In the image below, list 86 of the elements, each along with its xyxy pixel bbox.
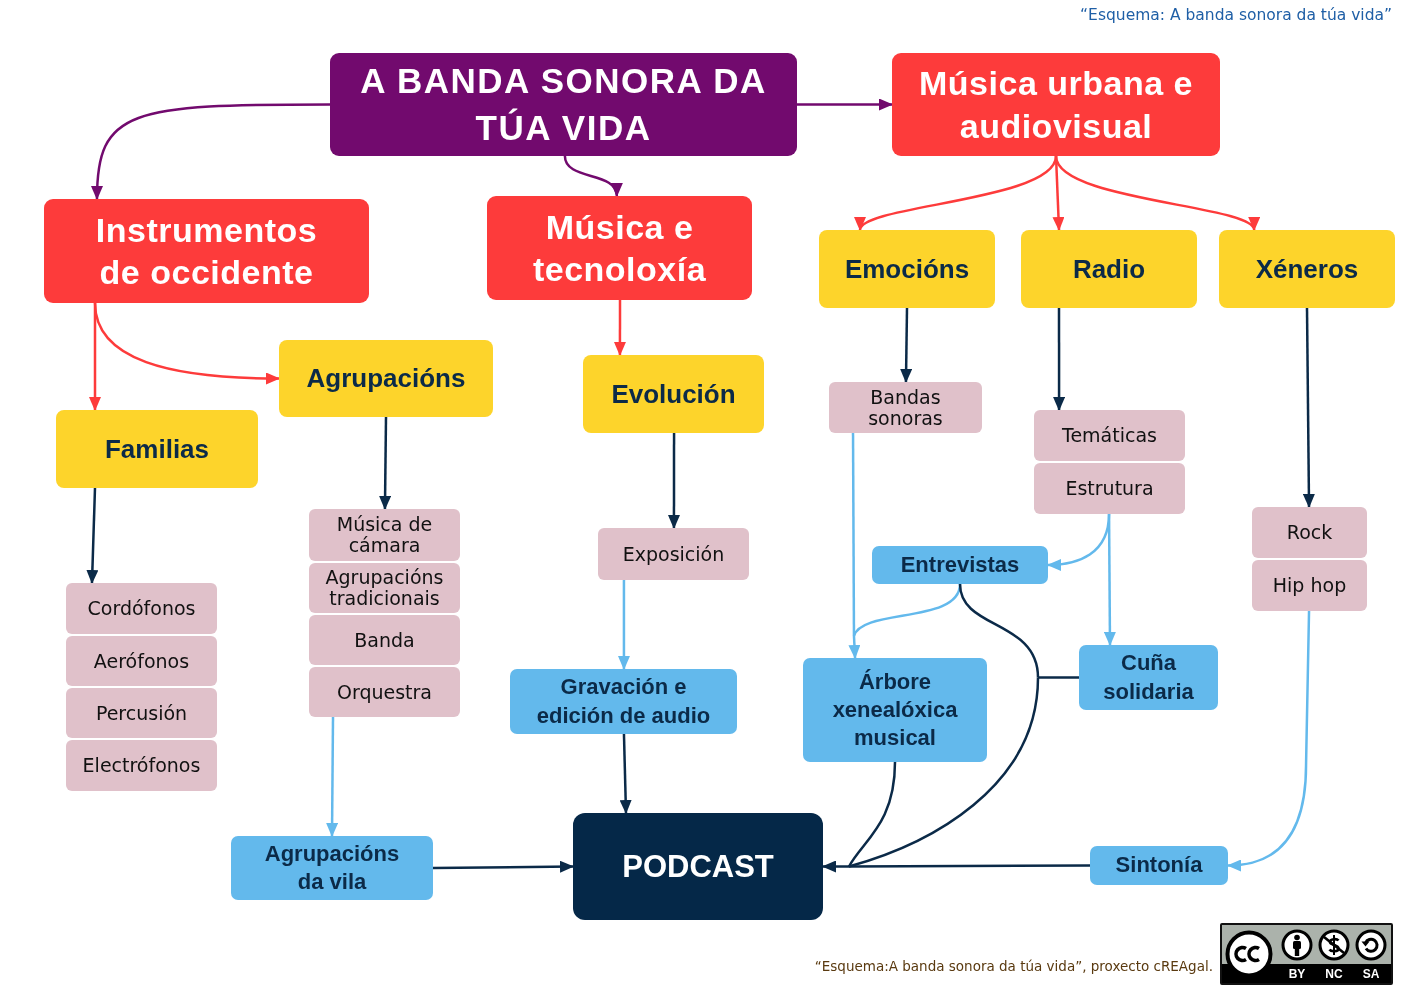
subtopic-box [56,410,258,488]
activity-label: Cuña solidaria [1102,649,1195,706]
item-box [66,636,217,686]
item-box [66,740,217,791]
subtopic-box [583,355,764,433]
subtopic-box [1021,230,1197,308]
activity-box [1079,645,1218,710]
title-box [330,53,797,156]
activity-label: Agrupacións da vila [263,839,401,896]
item-box [309,615,460,665]
topic-label: Música urbana e audiovisual [918,63,1194,147]
license-term: SA [1361,967,1381,980]
item-label: Agrupacións tradicionais [324,567,445,609]
activity-box [510,669,737,734]
item-box [1252,560,1367,611]
item-box [66,583,217,634]
item-label: Banda [354,629,415,651]
credit-caption: “Esquema:A banda sonora da túa vida”, proxecto cREAgal. [814,958,1213,974]
subtopic-box [1219,230,1395,308]
item-box [309,509,460,561]
topic-label: Instrumentos de occidente [94,209,319,293]
topic-box [892,53,1220,156]
arrow [326,717,339,837]
subtopic-label: Radio [1072,253,1146,285]
activity-box [1090,846,1228,885]
arrow [1103,514,1116,646]
item-label: Bandas sonoras [867,386,944,429]
activity-label: Entrevistas [900,550,1020,579]
podcast-label: PODCAST [622,848,774,885]
activity-box [231,836,433,900]
arrow [667,433,680,529]
subtopic-label: Evolución [611,378,736,410]
arrow [1302,308,1315,508]
arrow [619,733,632,814]
item-label: Temáticas [1062,425,1157,446]
topic-box [487,196,752,300]
activity-label: Árbore xenealóxica musical [831,667,959,753]
title-text: A BANDA SONORA DA TÚA VIDA [359,59,768,149]
item-box [1034,410,1185,461]
subtopic-label: Emocións [844,253,970,285]
arrow [613,300,626,356]
item-box [1034,463,1185,514]
topic-box [44,199,369,303]
item-label: Aerófonos [93,650,190,672]
license-term: BY [1287,967,1307,980]
subtopic-label: Familias [104,433,210,465]
activity-box [872,546,1048,584]
arrow [797,98,893,111]
arrow [86,487,99,584]
item-box [829,382,982,433]
arrow [563,155,621,197]
license-term: NC [1324,967,1344,980]
item-box [66,688,217,738]
item-label: Estrutura [1065,478,1154,499]
topic-label: Música e tecnoloxía [531,206,708,290]
item-label: Percusión [95,702,188,724]
item-box [309,667,460,717]
subtopic-label: Xéneros [1255,253,1359,285]
subtopic-label: Agrupacións [306,363,466,394]
activity-label: Sintonía [1115,851,1203,880]
item-label: Orquestra [337,681,432,703]
item-label: Música de cámara [335,514,434,556]
arrow [848,635,861,659]
item-label: Hip hop [1272,575,1347,596]
arrow [822,860,849,873]
arrow [433,860,574,873]
podcast-box [573,813,823,920]
arrow [617,580,630,670]
item-box [1252,507,1367,558]
item-label: Electrófonos [82,755,201,776]
activity-box [803,658,987,762]
activity-label: Gravación e edición de audio [535,673,712,730]
item-box [309,563,460,613]
item-label: Exposición [622,543,725,565]
arrow [1227,610,1311,871]
subtopic-box [819,230,995,308]
subtopic-box [279,340,493,417]
item-label: Cordófonos [87,598,196,619]
header-title: “Esquema: A banda sonora da túa vida” [1080,6,1392,24]
arrow [900,308,913,383]
item-label: Rock [1286,522,1333,543]
arrow [91,103,330,200]
arrow [1053,308,1066,411]
arrow [379,417,392,510]
arrow [93,302,280,385]
item-box [598,528,749,580]
